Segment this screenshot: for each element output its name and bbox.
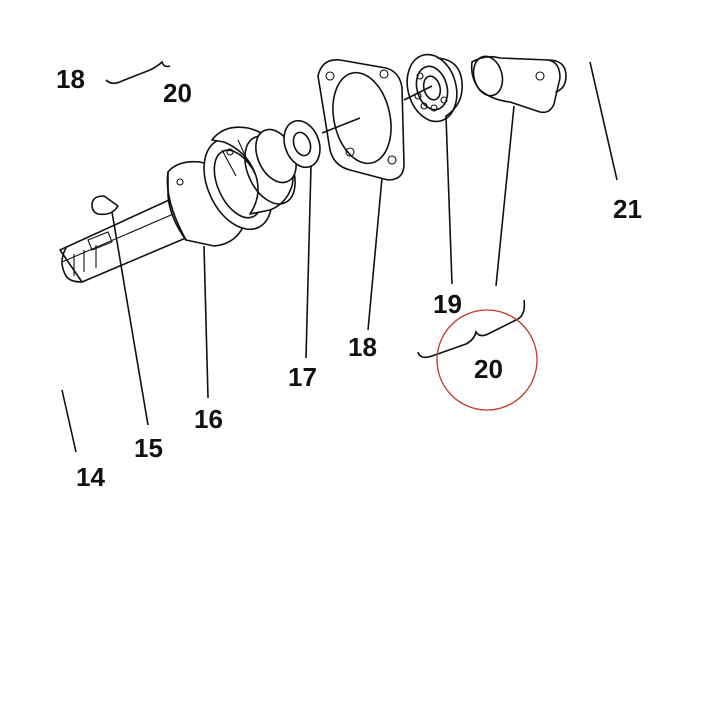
leader-15 (111, 211, 149, 426)
callout-17: 17 (288, 362, 317, 392)
leader-14 (61, 389, 77, 453)
leader-16 (203, 245, 209, 399)
leader-18 (367, 177, 383, 331)
callout-14: 14 (76, 462, 105, 492)
leader-20-seal (495, 105, 515, 287)
leader-19 (445, 115, 453, 285)
flange-housing (166, 126, 297, 247)
highlight-circle (436, 309, 538, 411)
callout-15: 15 (134, 433, 163, 463)
callout-21: 21 (613, 194, 642, 224)
callout-16: 16 (194, 404, 223, 434)
leader-17 (305, 165, 312, 359)
seal-housing (470, 55, 567, 114)
callout-18: 18 (348, 332, 377, 362)
callout-18-top: 18 (56, 64, 85, 94)
top-brace (105, 60, 171, 85)
callout-20-top: 20 (163, 78, 192, 108)
woodruff-key (91, 195, 119, 216)
gasket (317, 59, 405, 181)
callout-20-group: 20 (474, 354, 503, 384)
leader-21 (589, 61, 618, 181)
group-brace-20 (417, 299, 526, 359)
shaft (59, 194, 201, 283)
callout-19: 19 (433, 289, 462, 319)
bearing (403, 53, 463, 123)
